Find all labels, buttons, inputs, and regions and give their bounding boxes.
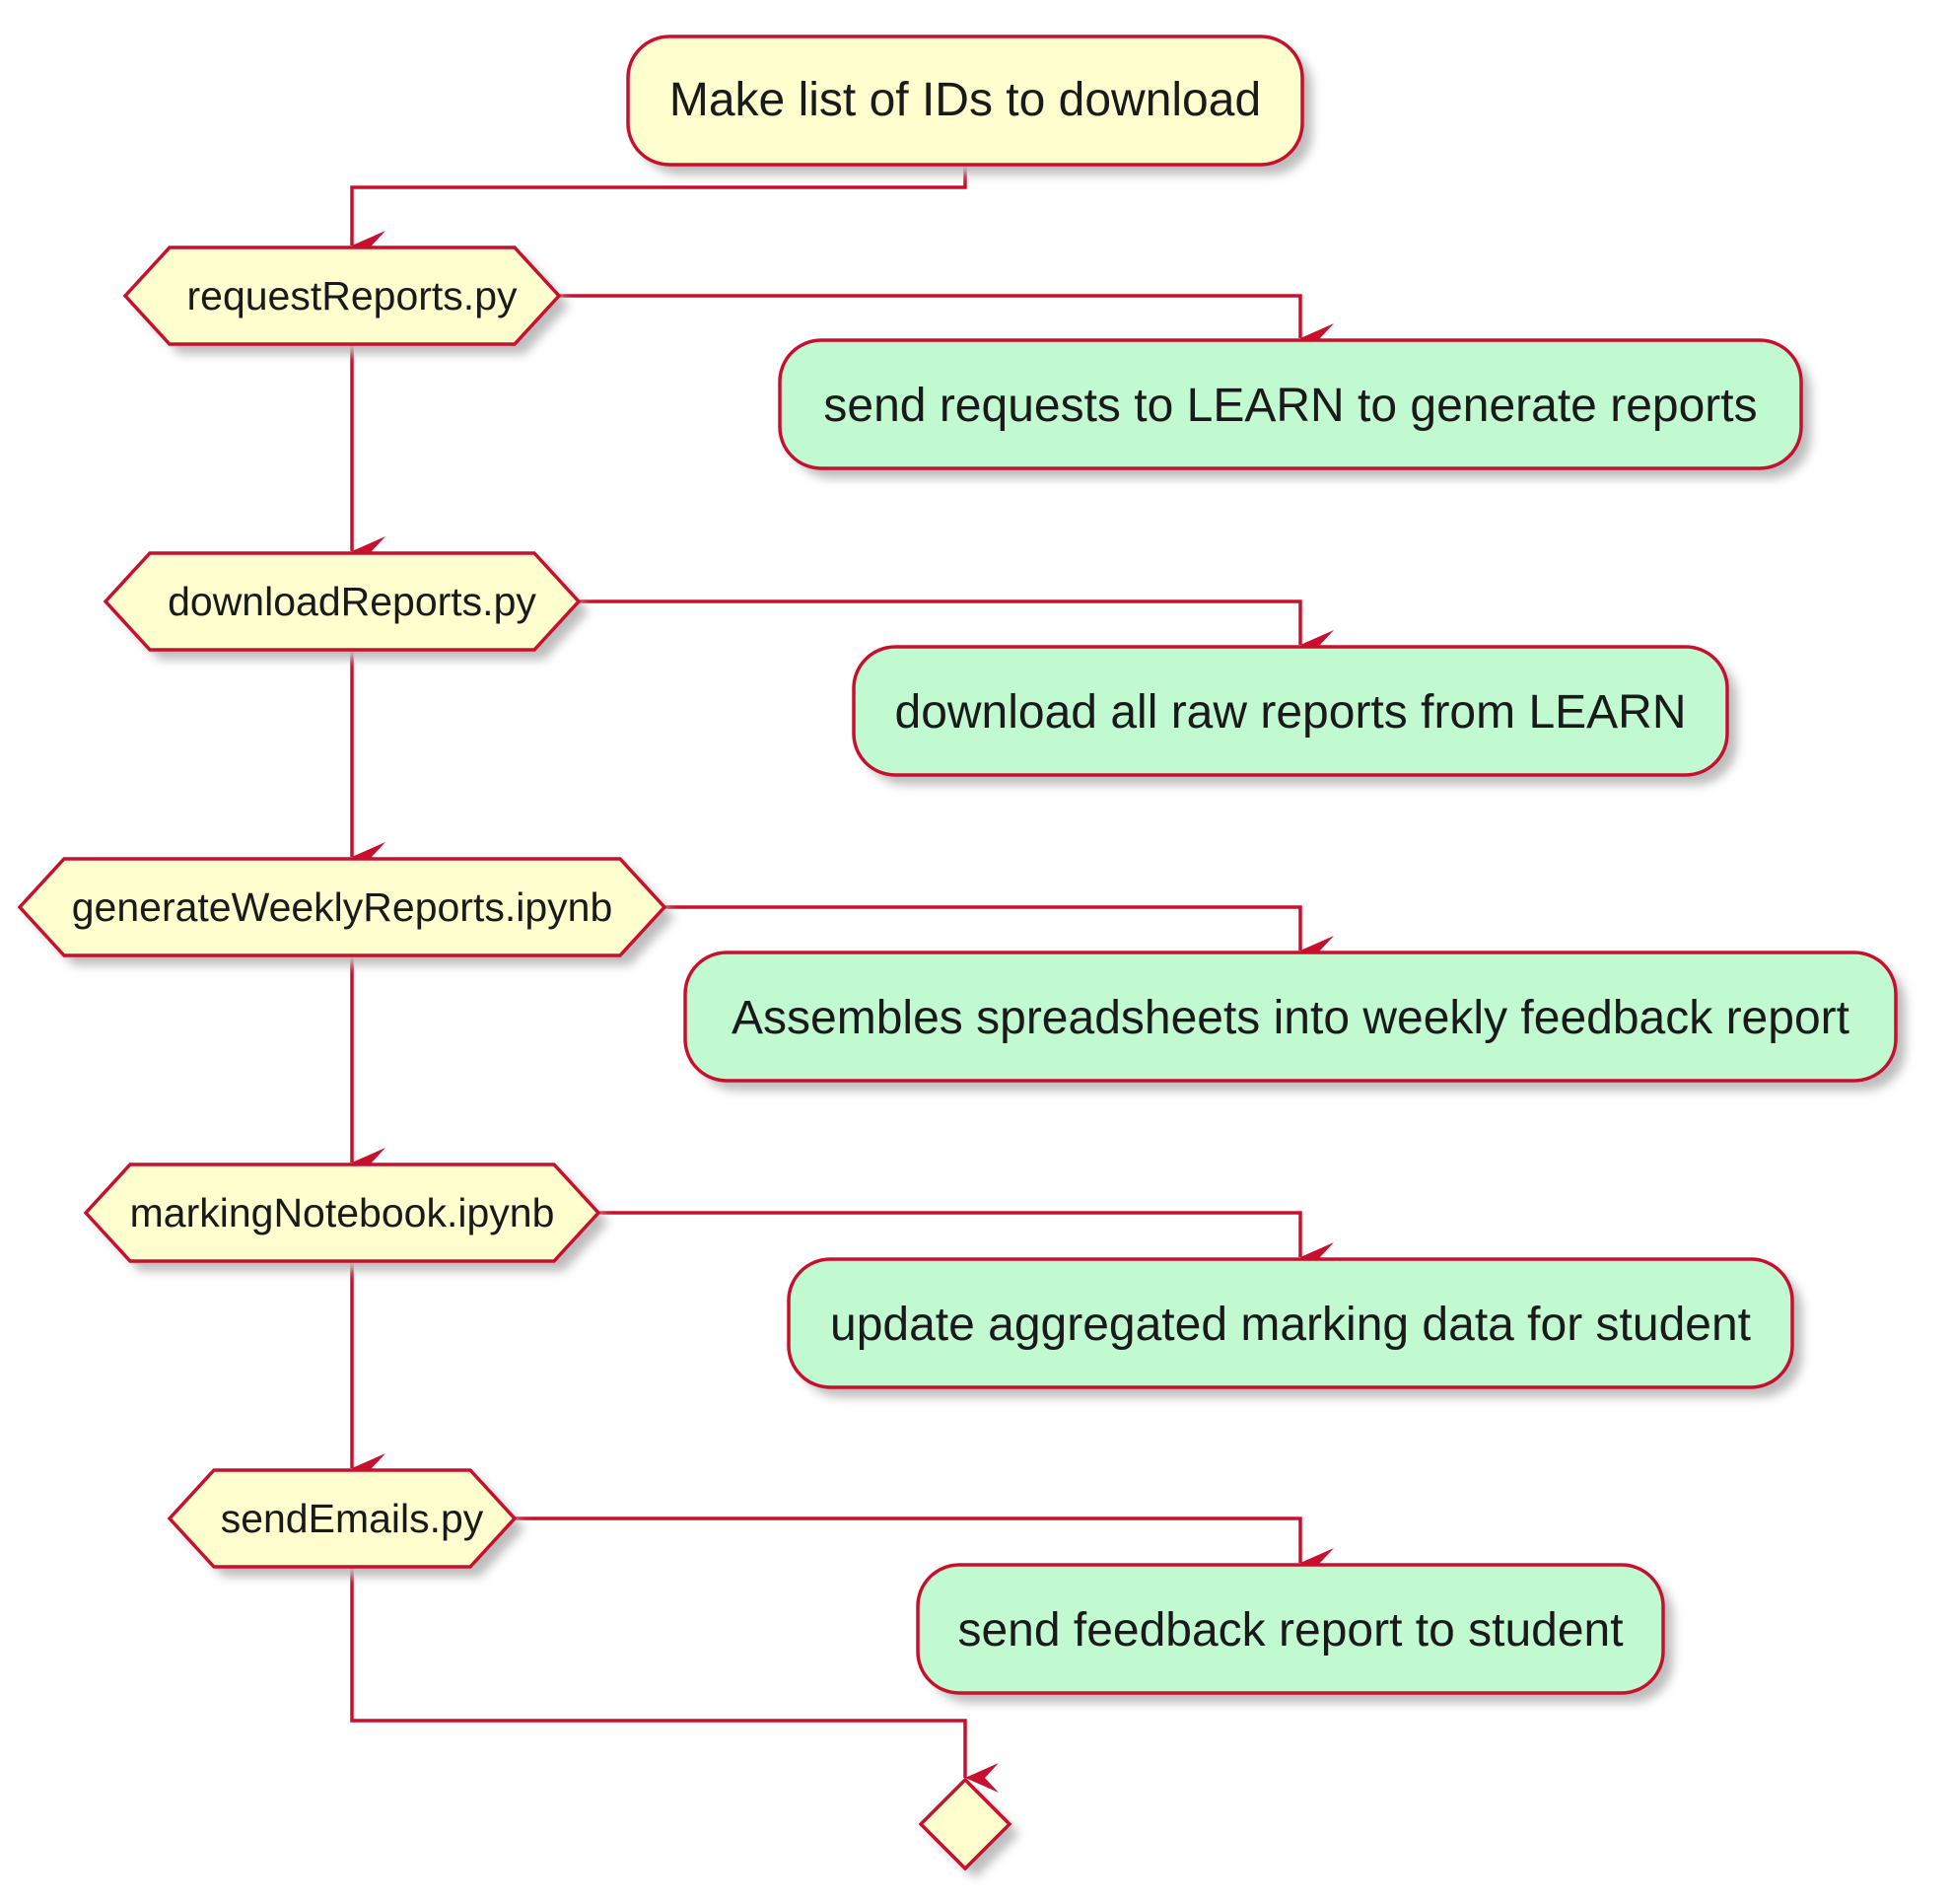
action-node-download-raw: download all raw reports from LEARN xyxy=(852,645,1737,785)
connector-request-to-action xyxy=(559,294,1334,353)
connector-marking-to-action xyxy=(598,1211,1334,1272)
script-node-label: sendEmails.py xyxy=(221,1496,484,1541)
action-node-label: update aggregated marking data for stude… xyxy=(830,1299,1751,1351)
script-node-label: generateWeeklyReports.ipynb xyxy=(72,884,613,930)
connector-send-to-end xyxy=(350,1567,999,1793)
script-node-marking-notebook: markingNotebook.ipynb xyxy=(83,1163,608,1271)
start-node: Make list of IDs to download xyxy=(626,35,1312,175)
action-node-label: send requests to LEARN to generate repor… xyxy=(823,380,1757,432)
script-node-label: requestReports.py xyxy=(186,273,518,318)
connector-send-to-action xyxy=(515,1516,1334,1578)
script-node-label: markingNotebook.ipynb xyxy=(130,1190,555,1235)
script-node-send-emails: sendEmails.py xyxy=(167,1468,524,1577)
action-node-label: Assembles spreadsheets into weekly feedb… xyxy=(732,992,1849,1044)
action-node-label: download all raw reports from LEARN xyxy=(895,686,1687,739)
script-node-generate-weekly: generateWeeklyReports.ipynb xyxy=(17,857,674,965)
flow-connectors xyxy=(350,165,1334,1793)
script-node-request-reports: requestReports.py xyxy=(122,246,569,354)
action-node-label: send feedback report to student xyxy=(957,1604,1623,1657)
script-node-download-reports: downloadReports.py xyxy=(103,551,589,660)
start-node-label: Make list of IDs to download xyxy=(669,74,1261,126)
connector-start-to-request xyxy=(350,165,967,260)
script-node-label: downloadReports.py xyxy=(168,579,536,624)
action-node-assemble-spreadsheets: Assembles spreadsheets into weekly feedb… xyxy=(683,951,1906,1091)
action-node-send-feedback: send feedback report to student xyxy=(916,1563,1673,1703)
action-node-send-requests: send requests to LEARN to generate repor… xyxy=(778,338,1811,478)
action-node-update-marking: update aggregated marking data for stude… xyxy=(787,1257,1802,1397)
merge-diamond-end xyxy=(918,1777,1019,1878)
connector-generate-to-action xyxy=(664,905,1334,965)
connector-download-to-action xyxy=(579,599,1334,660)
